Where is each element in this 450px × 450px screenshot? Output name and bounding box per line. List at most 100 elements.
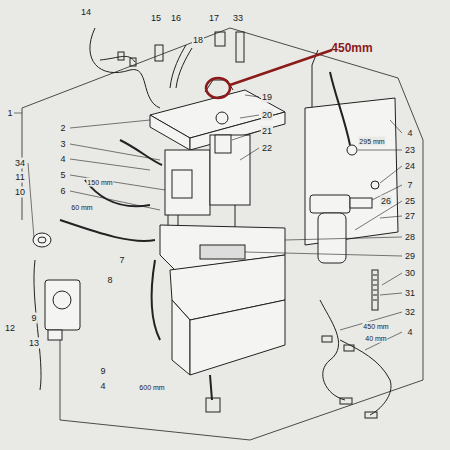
top-fittings — [215, 32, 225, 46]
callout-number: 9 — [30, 313, 37, 324]
left-parts — [34, 260, 41, 390]
callout-number: 24 — [404, 161, 416, 172]
callout-number: 12 — [4, 323, 16, 334]
dimension-label: 450 mm — [362, 322, 389, 331]
cable-set — [340, 340, 391, 415]
top-fittings — [176, 48, 192, 88]
left-parts — [48, 330, 62, 340]
dimension-label: 295 mm — [358, 137, 385, 146]
callout-number: 4 — [406, 327, 413, 338]
cable-set — [373, 275, 377, 300]
water-tank — [172, 300, 190, 375]
hoses — [330, 72, 350, 145]
boiler — [215, 135, 231, 153]
cable-set — [206, 398, 220, 412]
left-parts — [38, 237, 46, 243]
boiler — [150, 90, 285, 245]
leader-lines — [14, 113, 34, 238]
boiler — [210, 135, 250, 205]
cable-set — [372, 270, 378, 310]
leader-lines — [232, 95, 259, 160]
wire-harness — [118, 52, 124, 60]
callout-number: 4 — [59, 154, 66, 165]
callout-number: 31 — [404, 288, 416, 299]
callout-number: 16 — [170, 13, 182, 24]
callout-number: 27 — [404, 211, 416, 222]
leader-lines — [70, 120, 165, 210]
dimension-label: 150 mm — [86, 178, 113, 187]
callout-number: 4 — [406, 128, 413, 139]
callout-number: 6 — [59, 186, 66, 197]
cable-set — [206, 270, 391, 418]
callout-number: 20 — [261, 110, 273, 121]
hoses — [152, 260, 160, 340]
callout-number: 4 — [99, 381, 106, 392]
highlight-callout — [206, 78, 230, 98]
callout-number: 32 — [404, 307, 416, 318]
callout-number: 29 — [404, 251, 416, 262]
hoses — [60, 220, 155, 241]
dimension-label: 600 mm — [138, 383, 165, 392]
top-fittings — [155, 45, 163, 61]
callout-number: 3 — [59, 139, 66, 150]
water-tank — [190, 300, 285, 375]
cable-set — [320, 300, 345, 400]
callout-number: 2 — [59, 123, 66, 134]
callout-number: 30 — [404, 268, 416, 279]
callout-number: 5 — [59, 170, 66, 181]
highlight-dimension: 450mm — [330, 41, 373, 55]
callout-number: 7 — [406, 180, 413, 191]
pump-bracket — [347, 145, 357, 155]
pump-bracket — [371, 181, 379, 189]
highlight-callout — [230, 50, 332, 85]
boiler — [150, 115, 190, 150]
cable-set — [365, 412, 377, 418]
callout-number: 15 — [150, 13, 162, 24]
boiler — [216, 112, 228, 124]
top-fittings — [236, 32, 244, 62]
hoses — [120, 140, 162, 165]
callout-number: 22 — [261, 143, 273, 154]
left-parts — [33, 233, 51, 247]
leader-lines — [245, 120, 402, 350]
pump-bracket — [318, 213, 346, 263]
frame-outline — [22, 28, 398, 108]
callout-number: 9 — [99, 366, 106, 377]
callout-number: 28 — [404, 232, 416, 243]
dimension-label: 60 mm — [70, 203, 93, 212]
leader-lines — [14, 95, 402, 350]
left-parts — [53, 291, 71, 309]
wire-harness — [130, 58, 136, 66]
callout-number: 21 — [261, 126, 273, 137]
wire-harness — [90, 28, 160, 108]
callout-number: 14 — [80, 7, 92, 18]
hoses — [210, 375, 212, 400]
hoses — [60, 72, 350, 400]
callout-number: 10 — [14, 187, 26, 198]
callout-number: 33 — [232, 13, 244, 24]
left-parts — [33, 233, 80, 390]
callout-number: 7 — [118, 255, 125, 266]
callout-number: 25 — [404, 196, 416, 207]
left-parts — [45, 280, 80, 330]
boiler — [172, 170, 192, 198]
frame-outline — [22, 28, 423, 440]
callout-number: 17 — [208, 13, 220, 24]
pump-bracket — [350, 198, 372, 208]
callout-number: 26 — [380, 196, 392, 207]
wire-harness — [90, 28, 160, 108]
callout-number: 13 — [28, 338, 40, 349]
callout-number: 18 — [192, 35, 204, 46]
callout-number: 1 — [6, 108, 13, 119]
top-fittings — [170, 45, 186, 88]
water-tank — [160, 225, 285, 375]
boiler — [165, 150, 210, 215]
frame-outline — [60, 300, 423, 440]
callout-number: 23 — [404, 145, 416, 156]
water-tank — [200, 245, 245, 259]
cable-set — [344, 345, 354, 351]
callout-number: 8 — [106, 275, 113, 286]
cable-set — [340, 398, 352, 404]
